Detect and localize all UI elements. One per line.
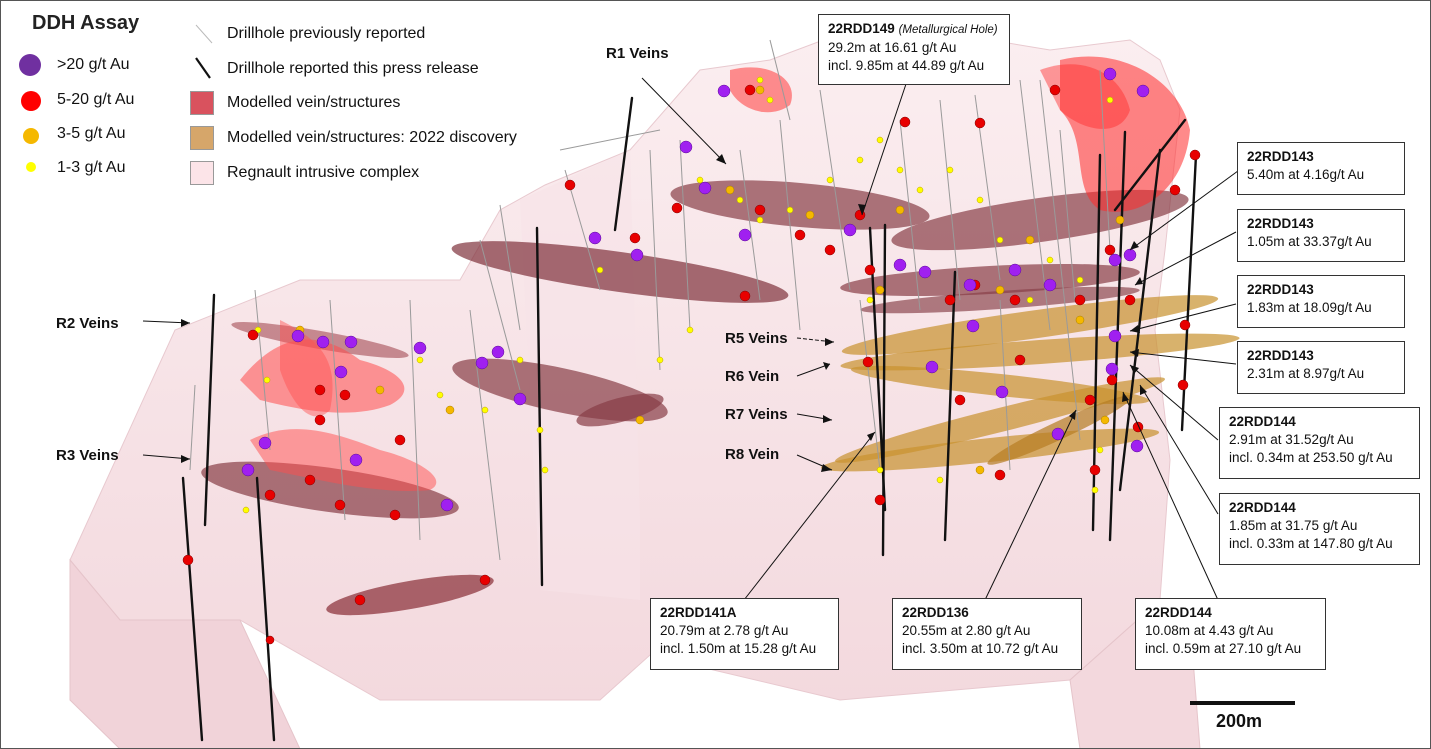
callout-22rdd144-c: 22RDD144 10.08m at 4.43 g/t Au incl. 0.5… bbox=[1135, 598, 1326, 670]
callout-hole-id: 22RDD143 bbox=[1247, 149, 1314, 164]
legend-label-gt20: >20 g/t Au bbox=[57, 56, 130, 73]
callout-result: 1.83m at 18.09g/t Au bbox=[1247, 300, 1372, 315]
callout-22rdd144-b: 22RDD144 1.85m at 31.75 g/t Au incl. 0.3… bbox=[1219, 493, 1420, 565]
callout-22rdd143-d: 22RDD143 2.31m at 8.97g/t Au bbox=[1237, 341, 1405, 394]
vein-label-r6: R6 Vein bbox=[725, 368, 780, 385]
callout-subresult: incl. 0.33m at 147.80 g/t Au bbox=[1229, 536, 1393, 551]
vein-label-r8: R8 Vein bbox=[725, 446, 780, 463]
callout-result: 2.31m at 8.97g/t Au bbox=[1247, 366, 1365, 381]
callout-22rdd143-c: 22RDD143 1.83m at 18.09g/t Au bbox=[1237, 275, 1405, 328]
callout-hole-id: 22RDD143 bbox=[1247, 348, 1314, 363]
legend-label-1-3: 1-3 g/t Au bbox=[57, 159, 126, 176]
callout-hole-id: 22RDD143 bbox=[1247, 282, 1314, 297]
callout-hole-id: 22RDD143 bbox=[1247, 216, 1314, 231]
callout-22rdd141a: 22RDD141A 20.79m at 2.78 g/t Au incl. 1.… bbox=[650, 598, 839, 670]
callout-subresult: incl. 9.85m at 44.89 g/t Au bbox=[828, 58, 985, 73]
callout-subresult: incl. 1.50m at 15.28 g/t Au bbox=[660, 641, 817, 656]
callout-hole-id: 22RDD144 bbox=[1145, 605, 1212, 620]
callout-result: 10.08m at 4.43 g/t Au bbox=[1145, 623, 1274, 638]
scale-bar bbox=[1190, 701, 1295, 705]
discovery-vein-swatch bbox=[190, 126, 214, 150]
legend-label-modelled-vein: Modelled vein/structures bbox=[227, 94, 401, 111]
callout-22rdd149: 22RDD149 (Metallurgical Hole) 29.2m at 1… bbox=[818, 14, 1010, 85]
legend-purple-dot bbox=[19, 54, 41, 76]
callout-22rdd143-a: 22RDD143 5.40m at 4.16g/t Au bbox=[1237, 142, 1405, 195]
vein-label-r5: R5 Veins bbox=[725, 330, 788, 347]
legend-orange-dot bbox=[23, 128, 39, 144]
callout-result: 1.05m at 33.37g/t Au bbox=[1247, 234, 1372, 249]
legend-label-5-20: 5-20 g/t Au bbox=[57, 91, 135, 108]
callout-subresult: incl. 0.34m at 253.50 g/t Au bbox=[1229, 450, 1393, 465]
thick-drillhole-line-icon bbox=[195, 57, 211, 79]
callout-hole-id: 22RDD144 bbox=[1229, 500, 1296, 515]
callout-subresult: incl. 3.50m at 10.72 g/t Au bbox=[902, 641, 1059, 656]
callout-hole-id: 22RDD141A bbox=[660, 605, 737, 620]
callout-22rdd144-a: 22RDD144 2.91m at 31.52g/t Au incl. 0.34… bbox=[1219, 407, 1420, 479]
vein-label-r3: R3 Veins bbox=[56, 447, 119, 464]
legend-title: DDH Assay bbox=[32, 12, 140, 34]
legend-label-3-5: 3-5 g/t Au bbox=[57, 125, 126, 142]
callout-hole-id: 22RDD144 bbox=[1229, 414, 1296, 429]
callout-result: 5.40m at 4.16g/t Au bbox=[1247, 167, 1365, 182]
callout-hole-id: 22RDD136 bbox=[902, 605, 969, 620]
previous-drillholes bbox=[189, 39, 1111, 561]
callout-result: 20.79m at 2.78 g/t Au bbox=[660, 623, 789, 638]
callout-subresult: incl. 0.59m at 27.10 g/t Au bbox=[1145, 641, 1302, 656]
callout-note: (Metallurgical Hole) bbox=[898, 24, 998, 36]
legend-label-reported-drillhole: Drillhole reported this press release bbox=[227, 60, 479, 77]
legend-symbols bbox=[19, 24, 213, 172]
scale-label: 200m bbox=[1216, 711, 1263, 731]
callout-result: 29.2m at 16.61 g/t Au bbox=[828, 40, 957, 55]
callout-22rdd143-b: 22RDD143 1.05m at 33.37g/t Au bbox=[1237, 209, 1405, 262]
legend-yellow-dot bbox=[26, 162, 36, 172]
callout-arrowheads bbox=[181, 154, 1147, 472]
modelled-vein-structures bbox=[201, 180, 1189, 616]
legend-label-previous-drillhole: Drillhole previously reported bbox=[227, 25, 426, 42]
callout-result: 20.55m at 2.80 g/t Au bbox=[902, 623, 1031, 638]
callout-result: 2.91m at 31.52g/t Au bbox=[1229, 432, 1354, 447]
vein-label-r1: R1 Veins bbox=[606, 45, 669, 62]
vein-label-r7: R7 Veins bbox=[725, 406, 788, 423]
legend-label-discovery-vein: Modelled vein/structures: 2022 discovery bbox=[227, 129, 517, 146]
callout-22rdd136: 22RDD136 20.55m at 2.80 g/t Au incl. 3.5… bbox=[892, 598, 1082, 670]
callout-leader-lines bbox=[142, 77, 1243, 601]
legend-red-dot bbox=[21, 91, 41, 111]
vein-label-r2: R2 Veins bbox=[56, 315, 119, 332]
assay-points bbox=[182, 67, 1201, 645]
intrusive-complex-swatch bbox=[190, 161, 214, 185]
callout-result: 1.85m at 31.75 g/t Au bbox=[1229, 518, 1358, 533]
thin-drillhole-line-icon bbox=[195, 24, 213, 44]
modelled-vein-swatch bbox=[190, 91, 214, 115]
callout-hole-id: 22RDD149 bbox=[828, 21, 895, 36]
legend-label-intrusive-complex: Regnault intrusive complex bbox=[227, 164, 420, 181]
